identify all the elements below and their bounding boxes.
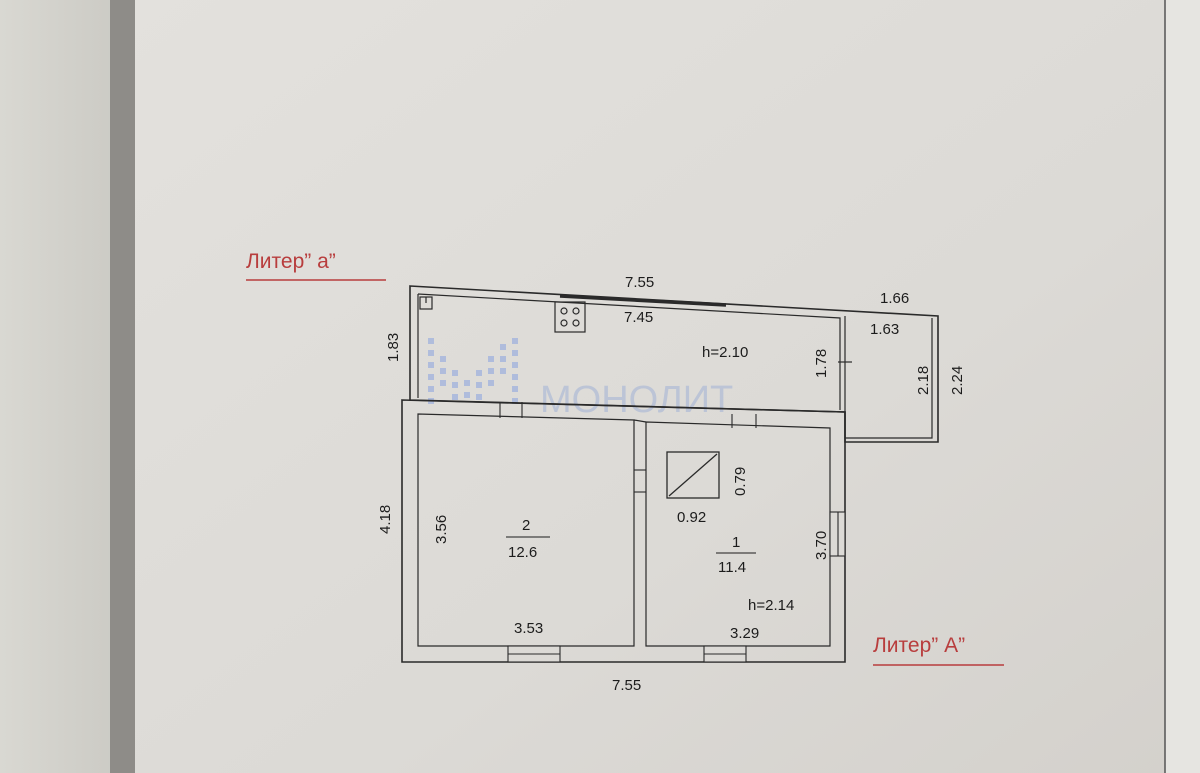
dim-room2-height: 3.56 bbox=[433, 515, 450, 544]
watermark-logo: МОНОЛИТ bbox=[428, 338, 733, 421]
dim-stove-height: 0.79 bbox=[732, 467, 749, 496]
dim-annex-outer-height: 2.24 bbox=[949, 366, 966, 395]
dim-annex-inner-height: 2.18 bbox=[915, 366, 932, 395]
right-margin bbox=[1165, 0, 1200, 773]
room2-wall bbox=[417, 413, 635, 647]
house-ceiling-height: h=2.14 bbox=[748, 597, 794, 614]
dimension-labels: 7.55 7.45 1.66 1.63 h=2.10 1.83 1.78 2.1… bbox=[377, 274, 966, 694]
plan-walls bbox=[401, 285, 939, 663]
dim-top-outer: 7.55 bbox=[625, 274, 654, 291]
room1-wall bbox=[645, 421, 831, 647]
dim-bottom-outer: 7.55 bbox=[612, 677, 641, 694]
watermark-text: МОНОЛИТ bbox=[540, 379, 733, 421]
liter-a-small-label: Литер” а” bbox=[246, 250, 336, 273]
room1-number: 1 bbox=[732, 534, 740, 551]
openings bbox=[499, 402, 846, 663]
cooktop-icon bbox=[554, 301, 586, 333]
room1-area: 11.4 bbox=[718, 559, 746, 576]
sink-icon bbox=[419, 296, 433, 310]
paper-sheet bbox=[135, 0, 1175, 773]
dim-house-height-outer: 4.18 bbox=[377, 505, 394, 534]
window-top bbox=[559, 294, 727, 307]
dim-room1-height: 3.70 bbox=[813, 531, 830, 560]
room2-number: 2 bbox=[522, 517, 530, 534]
room-labels: 2 12.6 1 11.4 bbox=[506, 517, 756, 576]
dim-stove-width: 0.92 bbox=[677, 509, 706, 526]
dim-annex-inner-width: 1.63 bbox=[870, 321, 899, 338]
room2-area: 12.6 bbox=[508, 544, 537, 561]
veranda-ceiling-height: h=2.10 bbox=[702, 344, 748, 361]
dim-veranda-height-left: 1.83 bbox=[385, 333, 402, 362]
dim-annex-outer-width: 1.66 bbox=[880, 290, 909, 307]
liter-a-big-label: Литер” А” bbox=[873, 634, 965, 657]
dim-veranda-height-inner: 1.78 bbox=[813, 349, 830, 378]
annex-wall bbox=[844, 316, 933, 439]
dim-top-inner: 7.45 bbox=[624, 309, 653, 326]
dim-room1-width: 3.29 bbox=[730, 625, 759, 642]
stove-icon bbox=[666, 451, 720, 499]
dim-room2-width: 3.53 bbox=[514, 620, 543, 637]
house-outer-wall bbox=[401, 399, 846, 663]
